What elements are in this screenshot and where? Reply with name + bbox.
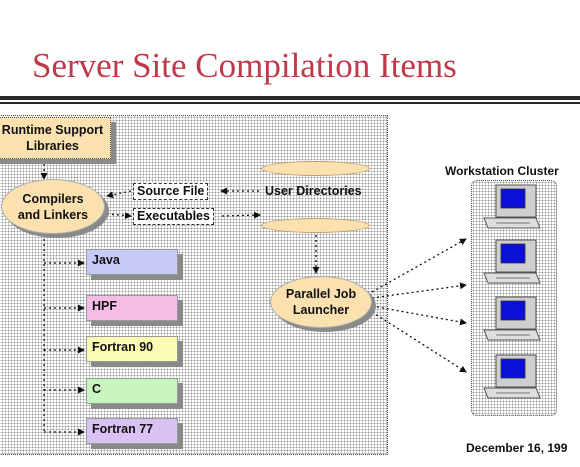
executables-label: Executables: [133, 208, 214, 225]
source-file-label: Source File: [133, 183, 209, 200]
runtime-label-line2: Libraries: [26, 139, 79, 153]
slide-title: Server Site Compilation Items: [32, 46, 457, 85]
parallel-label-line1: Parallel Job: [285, 287, 357, 301]
runtime-label-line1: Runtime Support: [1, 123, 104, 137]
workstation-icon-4: [483, 354, 541, 399]
compilers-and-linkers-node: Compilers and Linkers: [1, 179, 105, 234]
title-rule-bottom: [0, 102, 580, 104]
parallel-label-line2: Launcher: [292, 303, 350, 317]
language-box-fortran-90: Fortran 90: [86, 336, 178, 362]
compilers-label-line2: and Linkers: [17, 207, 89, 222]
language-box-fortran-77: Fortran 77: [86, 418, 178, 444]
user-directories-label: User Directories: [265, 184, 362, 198]
workstation-icon-3: [483, 296, 541, 341]
compilers-label-line1: Compilers: [22, 191, 84, 206]
workstation-cluster-label: Workstation Cluster: [445, 164, 559, 178]
language-box-hpf: HPF: [86, 295, 178, 321]
arrow-launcher-to-ws4: [371, 311, 467, 373]
title-rule-top: [0, 96, 580, 100]
workstation-icon-1: [483, 184, 541, 229]
parallel-job-launcher-node: Parallel Job Launcher: [270, 276, 372, 328]
date-footer: December 16, 199: [466, 441, 568, 455]
arrow-source-to-compilers: [106, 190, 132, 199]
user-directories-cylinder-bottom: [261, 218, 370, 233]
language-box-c: C: [86, 378, 178, 404]
arrow-launcher-to-ws2: [371, 282, 467, 299]
workstation-icon-2: [483, 239, 541, 284]
arrow-executables-to-userdir: [221, 211, 261, 219]
language-box-java: Java: [86, 249, 178, 275]
user-directories-cylinder-top: [261, 161, 370, 176]
runtime-support-libraries-box: Runtime Support Libraries: [0, 117, 111, 159]
arrow-compilers-to-executables: [106, 212, 132, 219]
arrow-launcher-to-ws1: [371, 238, 467, 293]
arrow-launcher-to-ws3: [371, 305, 467, 326]
